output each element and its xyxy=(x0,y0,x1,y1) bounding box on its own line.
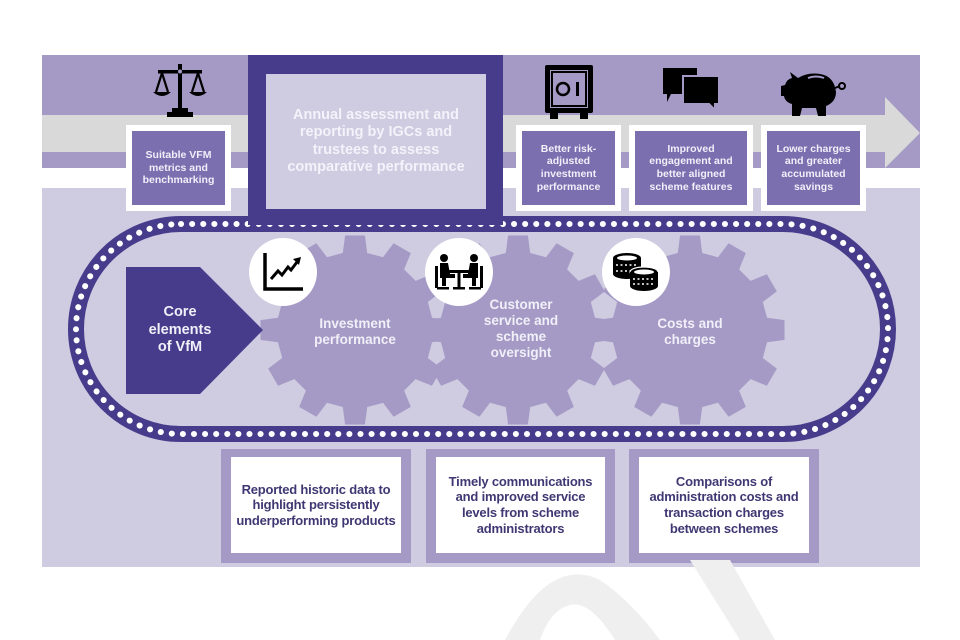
detail-text: Reported historic data to highlight pers… xyxy=(231,457,401,553)
outcome-text: Improved engagement and better aligned s… xyxy=(635,131,747,205)
safe-icon xyxy=(545,65,593,119)
gear-label-text: Investment performance xyxy=(314,315,396,347)
speech-bubbles-icon xyxy=(663,68,720,111)
gear-icon-circle-customer xyxy=(425,238,493,306)
gear-label-costs: Costs and charges xyxy=(640,310,740,354)
gear-label-text: Customer service and scheme oversight xyxy=(483,296,559,361)
outcome-text: Suitable VFM metrics and benchmarking xyxy=(132,131,225,205)
rising-chart-icon xyxy=(263,253,303,291)
central-assessment-box: Annual assessment and reporting by IGCs … xyxy=(266,74,486,209)
detail-text: Comparisons of administration costs and … xyxy=(639,457,809,553)
coins-icon xyxy=(613,253,659,291)
core-elements-text: Core elements of VfM xyxy=(148,304,212,356)
core-elements-label: Core elements of VfM xyxy=(126,267,234,394)
outcome-box-vfm-metrics: Suitable VFM metrics and benchmarking xyxy=(126,125,231,211)
central-assessment-text: Annual assessment and reporting by IGCs … xyxy=(287,106,465,175)
watermark-logo xyxy=(505,560,775,640)
outcome-box-engagement: Improved engagement and better aligned s… xyxy=(629,125,753,211)
detail-box-historic-data: Reported historic data to highlight pers… xyxy=(221,449,411,563)
gear-icon-circle-investment xyxy=(249,238,317,306)
core-elements-arrow xyxy=(126,267,263,394)
scales-icon xyxy=(153,64,207,117)
detail-box-cost-comparisons: Comparisons of administration costs and … xyxy=(629,449,819,563)
gear-label-investment: Investment performance xyxy=(300,310,410,354)
meeting-icon xyxy=(435,254,483,290)
outcome-text: Lower charges and greater accumulated sa… xyxy=(767,131,860,205)
detail-box-communications: Timely communications and improved servi… xyxy=(426,449,615,563)
piggy-bank-icon xyxy=(781,72,846,116)
gear-label-text: Costs and charges xyxy=(657,315,723,347)
detail-text: Timely communications and improved servi… xyxy=(436,457,605,553)
gear-icon-circle-costs xyxy=(602,238,670,306)
outcome-text: Better risk-adjusted investment performa… xyxy=(522,131,615,205)
gear-label-customer-service: Customer service and scheme oversight xyxy=(466,293,576,365)
outcome-box-lower-charges: Lower charges and greater accumulated sa… xyxy=(761,125,866,211)
outcome-box-risk-adjusted: Better risk-adjusted investment performa… xyxy=(516,125,621,211)
